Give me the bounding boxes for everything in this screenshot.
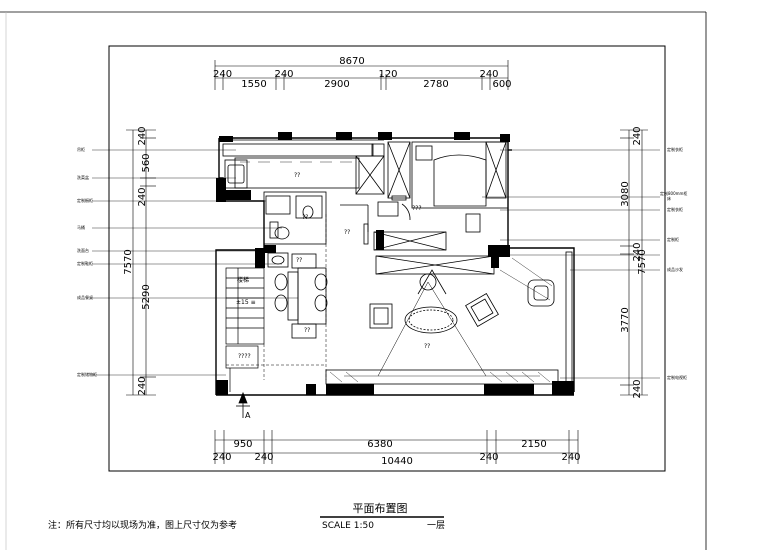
legend-right-6: 成品沙发 xyxy=(667,266,683,272)
living-mark: ?? xyxy=(424,343,430,350)
legend-right-7: 定制电视柜 xyxy=(667,374,687,380)
legend-left-7: 成品餐桌 xyxy=(77,294,93,300)
shoe-cabinet-mark: ?? xyxy=(296,257,302,264)
bottom-dim-1: 950 xyxy=(233,439,252,450)
floor-label: 一层 xyxy=(427,520,445,531)
staircase xyxy=(225,267,265,392)
top-dim-8: 600 xyxy=(492,79,511,90)
top-dim-3: 240 xyxy=(274,69,293,80)
bath-mark: ?? xyxy=(302,214,308,221)
left-dim-3: 240 xyxy=(137,187,148,206)
hall-mark: ?? xyxy=(344,229,350,236)
top-dim-4: 2900 xyxy=(324,79,349,90)
right-dim-2: 3080 xyxy=(620,181,631,206)
top-dim-6: 2780 xyxy=(423,79,448,90)
right-dimension-chain xyxy=(620,129,648,396)
legend-left-2: 洗菜盆 xyxy=(77,174,89,180)
storage-mark: ???? xyxy=(238,353,251,360)
right-leader-lines xyxy=(482,149,660,379)
drawing-note: 注：所有尺寸均以现场为准，图上尺寸仅为参考 xyxy=(48,519,237,531)
top-dim-5: 120 xyxy=(378,69,397,80)
bottom-sub-3: 240 xyxy=(479,452,498,463)
legend-left-4: 马桶 xyxy=(77,224,85,230)
legend-right-3: 床 xyxy=(667,195,671,201)
bottom-dim-2: 6380 xyxy=(367,439,392,450)
inner-border xyxy=(108,45,666,472)
legend-left-5: 洗面台 xyxy=(77,247,89,253)
stairs-label: 楼梯 xyxy=(237,276,249,284)
living-room xyxy=(325,251,573,387)
left-dim-4: 5290 xyxy=(141,284,152,309)
dining-set xyxy=(274,204,369,339)
right-dim-5: 240 xyxy=(632,379,643,398)
legend-right-2: 定制800mm柜 xyxy=(660,190,687,196)
legend-left-1: 吊柜 xyxy=(77,146,85,152)
bottom-dimension-chain xyxy=(214,430,579,464)
right-total-dimension: 7570 xyxy=(637,249,648,274)
right-dim-1: 240 xyxy=(632,126,643,145)
bottom-sub-4: 240 xyxy=(561,452,580,463)
drawing-title: 平面布置图 xyxy=(353,502,408,515)
entrance-label: A xyxy=(245,411,251,420)
dining-mark: ?? xyxy=(304,327,310,334)
legend-right-5: 定制柜 xyxy=(667,236,679,242)
legend-left-6: 定制鞋柜 xyxy=(77,260,93,266)
legend-left-3: 定制橱柜 xyxy=(77,197,93,203)
drawing-scale: SCALE 1:50 xyxy=(322,521,374,531)
legend-left-8: 定制储物柜 xyxy=(77,371,97,377)
right-dim-4: 3770 xyxy=(620,307,631,332)
top-dim-7: 240 xyxy=(479,69,498,80)
floor-plan-walls xyxy=(215,137,575,396)
entrance-arrow-icon xyxy=(236,391,250,418)
left-dim-1: 240 xyxy=(137,126,148,145)
top-dim-1: 240 xyxy=(213,69,232,80)
bedroom xyxy=(373,141,509,251)
legend-right-4: 定制衣柜 xyxy=(667,206,683,212)
left-dim-5: 240 xyxy=(137,376,148,395)
bottom-dim-3: 2150 xyxy=(521,439,546,450)
bedroom-mark: ??? xyxy=(412,205,422,212)
stairs-level-note: ±15 ≡ xyxy=(236,299,256,306)
kitchen-mark: ?? xyxy=(294,172,300,179)
top-total-dimension: 8670 xyxy=(339,56,364,67)
top-dimension-chain xyxy=(214,60,509,90)
bottom-sub-2: 240 xyxy=(254,452,273,463)
bathroom xyxy=(263,191,327,268)
tv-cabinet-hatch xyxy=(329,371,551,383)
bottom-sub-1: 240 xyxy=(212,452,231,463)
top-dim-2: 1550 xyxy=(241,79,266,90)
kitchen-cabinets xyxy=(222,139,385,195)
bottom-total-dimension: 10440 xyxy=(381,456,413,467)
left-total-dimension: 7570 xyxy=(123,249,134,274)
right-dim-3: 240 xyxy=(632,242,643,261)
left-dim-2: 560 xyxy=(141,153,152,172)
wall-columns xyxy=(216,132,574,395)
legend-right-1: 定制衣柜 xyxy=(667,146,683,152)
